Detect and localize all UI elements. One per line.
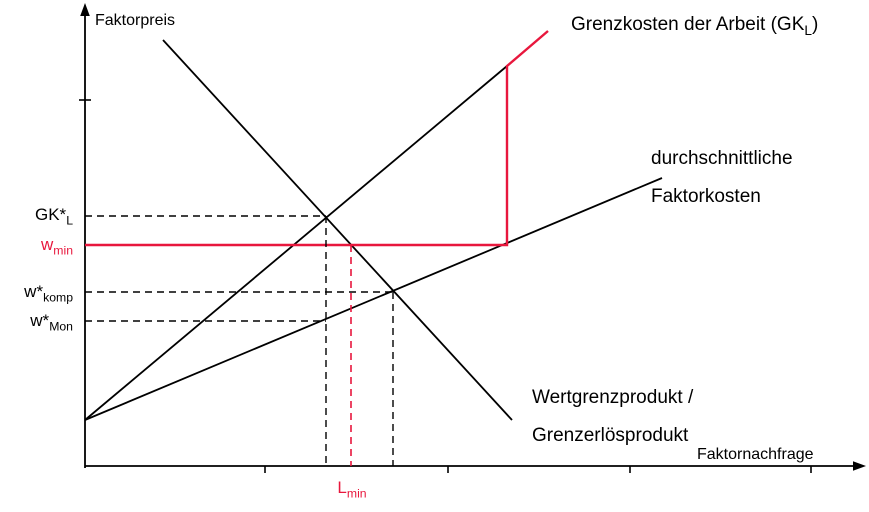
demand-curve-label: Wertgrenzprodukt / Grenzerlösprodukt — [532, 379, 693, 455]
gk-star-main: GK* — [35, 205, 67, 224]
w-min-sub: min — [53, 243, 73, 258]
marginal-revenue-product-curve — [162, 39, 513, 421]
x-axis-label: Faktornachfrage — [697, 446, 814, 463]
average-cost-label-line1: durchschnittliche — [651, 148, 793, 169]
x-axis-arrow — [853, 461, 866, 471]
w-min-main: w — [41, 235, 54, 254]
marginal-cost-curve-label: Grenzkosten der Arbeit (GKL) — [571, 14, 819, 38]
w-komp-level-label: w*komp — [0, 282, 79, 305]
demand-label-line2: Grenzerlösprodukt — [532, 425, 689, 446]
w-komp-sub: komp — [43, 290, 73, 305]
average-cost-label-line2: Faktorkosten — [651, 186, 761, 207]
average-factor-cost-curve — [84, 177, 663, 421]
demand-label-line1: Wertgrenzprodukt / — [532, 387, 694, 408]
marginal-labor-cost-curve — [84, 65, 508, 421]
l-min-level-label: Lmin — [330, 478, 374, 501]
y-axis-label: Faktorpreis — [95, 12, 176, 29]
w-min-level-label: wmin — [0, 235, 79, 258]
y-axis-arrow — [80, 3, 90, 16]
average-cost-curve-label: durchschnittliche Faktorkosten — [651, 140, 793, 216]
marginal-cost-label-close: ) — [812, 14, 819, 35]
minimum-wage-marginal-cost-path — [85, 30, 549, 247]
w-mon-main: w* — [30, 311, 50, 330]
l-min-sub: min — [346, 486, 367, 501]
w-mon-level-label: w*Mon — [0, 311, 79, 334]
gk-star-sub: L — [66, 213, 73, 228]
marginal-cost-label-sub: L — [804, 22, 812, 38]
gk-star-level-label: GK*L — [0, 205, 79, 228]
l-min-main: L — [337, 478, 347, 497]
w-mon-sub: Mon — [49, 319, 73, 334]
w-komp-main: w* — [24, 282, 44, 301]
marginal-cost-label-text: Grenzkosten der Arbeit (GK — [571, 14, 805, 35]
